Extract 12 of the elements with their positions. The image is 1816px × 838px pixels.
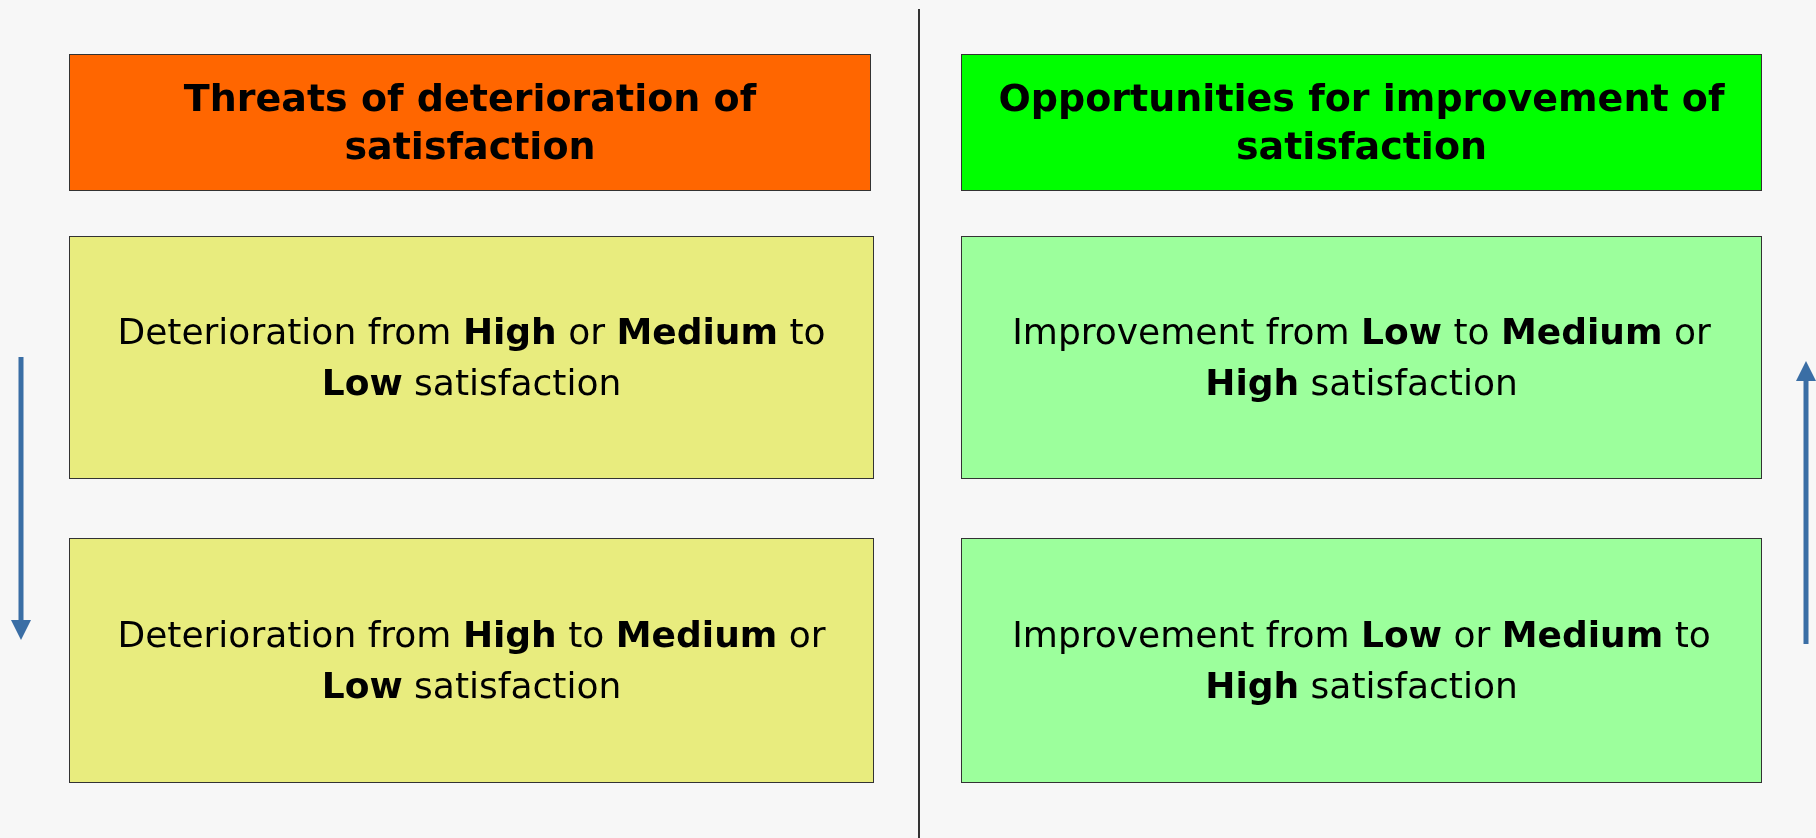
text-box	[69, 538, 874, 783]
box-text: Deterioration from High or Medium to Low satisfaction	[116, 310, 827, 405]
text-box	[961, 538, 1762, 783]
text-box	[961, 236, 1762, 479]
box-text: Deterioration from High to Medium or Low satisfaction	[116, 613, 827, 708]
header-box	[69, 54, 871, 191]
box-text: Improvement from Low to Medium or High satisfaction	[1011, 310, 1712, 405]
header-text: Threats of deterioration of satisfaction	[182, 75, 758, 170]
box-text: Improvement from Low or Medium to High satisfaction	[1011, 613, 1712, 708]
header-text: Opportunities for improvement of satisfaction	[997, 75, 1726, 170]
text-box	[69, 236, 874, 479]
header-box	[961, 54, 1762, 191]
